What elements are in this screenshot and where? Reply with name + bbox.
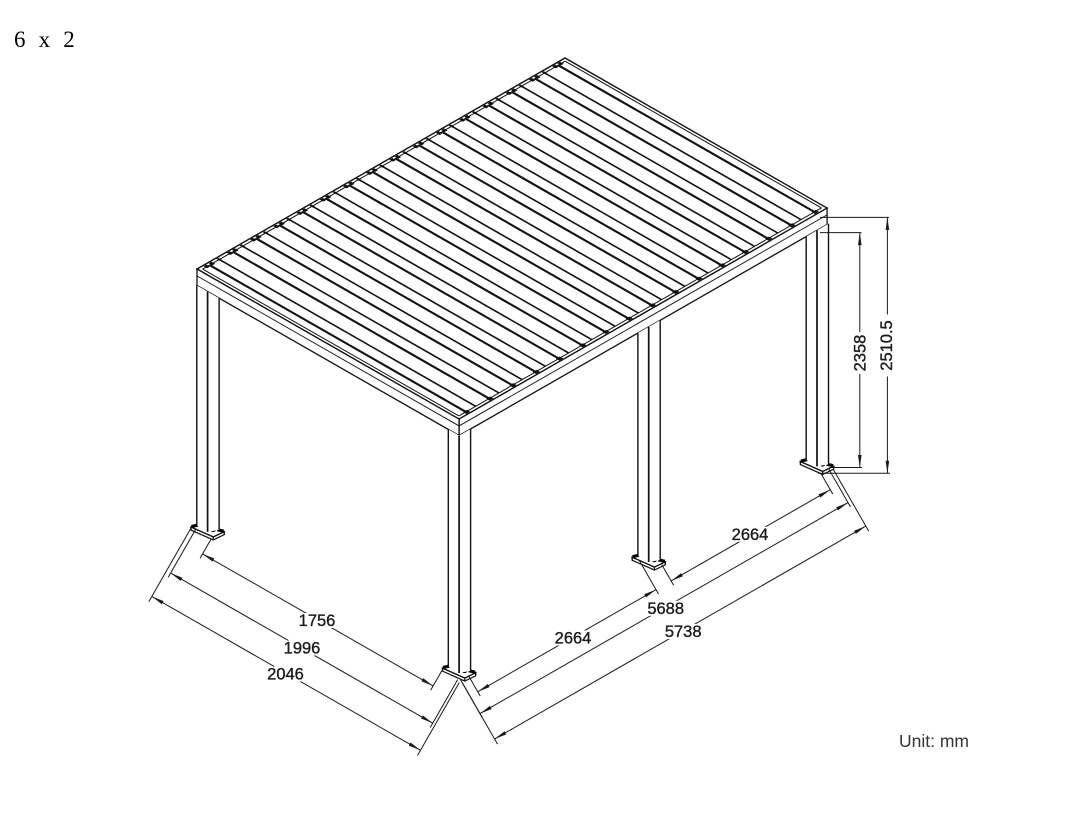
svg-text:2510.5: 2510.5	[878, 320, 896, 370]
svg-text:2046: 2046	[267, 666, 304, 684]
svg-text:6 x 2: 6 x 2	[14, 27, 79, 52]
svg-text:Unit: mm: Unit: mm	[899, 731, 969, 751]
svg-text:1756: 1756	[299, 612, 336, 630]
svg-text:2358: 2358	[852, 335, 870, 372]
svg-text:5738: 5738	[665, 623, 702, 641]
svg-text:2664: 2664	[732, 526, 769, 544]
svg-text:5688: 5688	[647, 600, 684, 618]
svg-text:2664: 2664	[555, 630, 592, 648]
svg-text:1996: 1996	[284, 640, 321, 658]
